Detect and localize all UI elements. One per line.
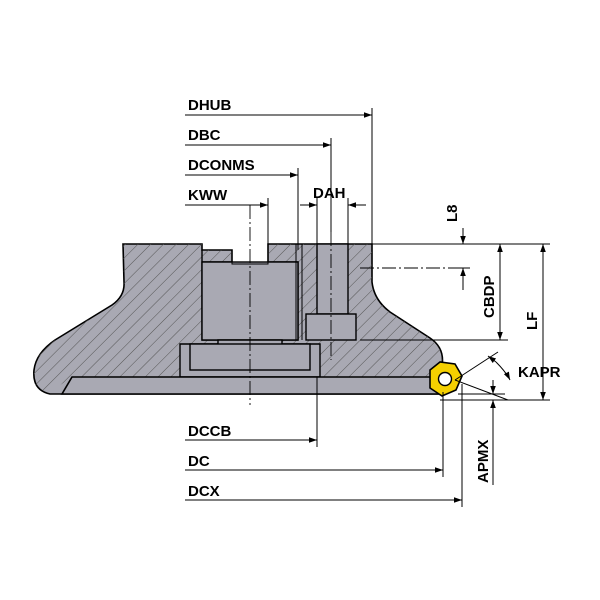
insert-screw-hole — [437, 371, 453, 387]
label-dc: DC — [188, 453, 210, 470]
label-apmx: APMX — [475, 440, 492, 483]
label-dconms: DCONMS — [188, 157, 255, 174]
label-kapr: KAPR — [518, 364, 561, 381]
key-way — [231, 250, 269, 265]
label-kww: KWW — [188, 187, 228, 204]
top-dimensions — [185, 108, 373, 250]
label-lf: LF — [524, 312, 541, 330]
right-dimensions — [360, 228, 550, 485]
label-cbdp: CBDP — [481, 275, 498, 318]
bottom-dimensions — [185, 377, 463, 507]
center-lines — [249, 205, 458, 405]
label-dhub: DHUB — [188, 97, 231, 114]
cutter-body — [33, 243, 444, 395]
bolt-hole — [316, 243, 349, 315]
insert — [429, 361, 463, 397]
label-dah: DAH — [313, 185, 346, 202]
label-l8: L8 — [444, 204, 461, 222]
label-dbc: DBC — [188, 127, 221, 144]
label-dcx: DCX — [188, 483, 220, 500]
dimension-labels: DHUB DBC DCONMS KWW DAH L8 CBDP LF KAPR … — [188, 97, 561, 500]
label-dccb: DCCB — [188, 423, 231, 440]
cutter-base-face — [60, 376, 441, 395]
